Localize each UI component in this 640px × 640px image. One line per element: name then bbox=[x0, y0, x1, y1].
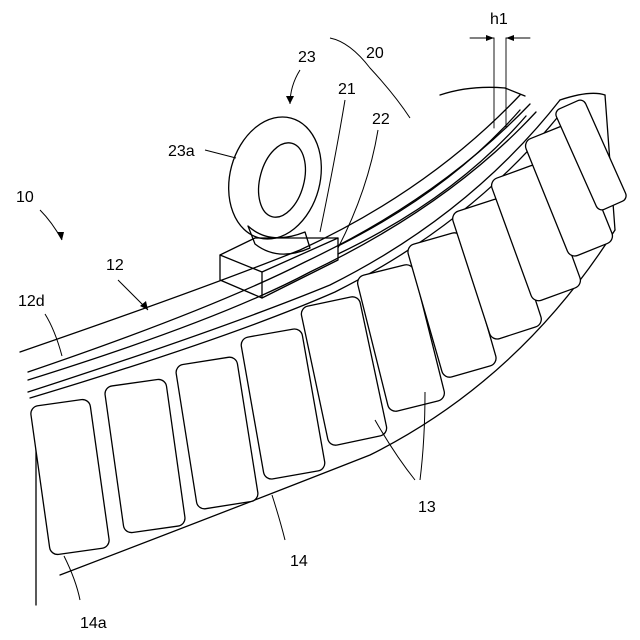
label-h1: h1 bbox=[490, 11, 508, 28]
roller bbox=[30, 399, 110, 556]
roller bbox=[175, 356, 259, 510]
label-21: 21 bbox=[338, 81, 356, 98]
eyebolt-ring bbox=[215, 106, 334, 249]
label-12: 12 bbox=[106, 257, 124, 274]
label-10: 10 bbox=[16, 189, 34, 206]
label-20: 20 bbox=[366, 45, 384, 62]
roller bbox=[104, 378, 186, 533]
label-12d: 12d bbox=[18, 293, 45, 310]
label-23: 23 bbox=[298, 49, 316, 66]
rollers bbox=[30, 98, 628, 555]
label-14a: 14a bbox=[80, 615, 107, 632]
label-13: 13 bbox=[418, 499, 436, 516]
label-14: 14 bbox=[290, 553, 308, 570]
label-22: 22 bbox=[372, 111, 390, 128]
label-23a: 23a bbox=[168, 143, 195, 160]
